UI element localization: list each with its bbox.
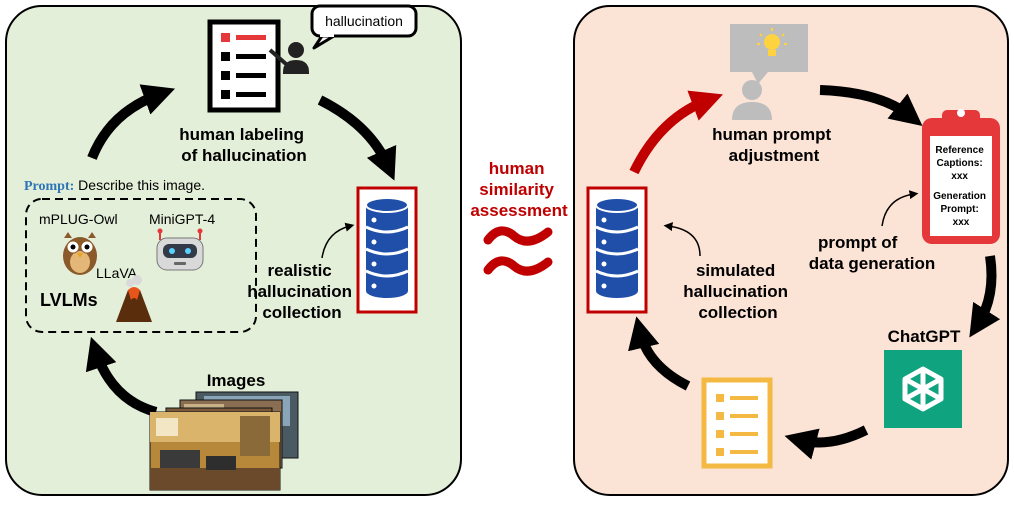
speech-bubble-text: hallucination <box>325 13 403 29</box>
human-prompt-label: human prompt adjustment <box>712 125 836 165</box>
labeling-document-icon <box>207 19 281 113</box>
simulated-database-icon <box>586 186 648 314</box>
human-idea-icon <box>730 24 808 120</box>
prompt-of-generation-label: prompt of data generation <box>809 233 936 273</box>
model-mplug-label: mPLUG-Owl <box>39 211 118 227</box>
robot-icon <box>156 228 204 271</box>
owl-icon <box>63 232 97 275</box>
clipboard-icon <box>922 109 1000 244</box>
images-label: Images <box>207 371 266 390</box>
arrow-to-document <box>784 425 869 460</box>
lvlms-box <box>25 198 257 333</box>
prompt-line: Prompt: Describe this image. <box>24 177 205 194</box>
presenter-person-icon <box>268 42 309 74</box>
arrow-to-chatgpt <box>969 255 1001 338</box>
realistic-database-icon <box>356 186 418 314</box>
clipboard-text: Reference Captions: xxx Generation Promp… <box>933 145 989 228</box>
lvlms-label: LVLMs <box>40 290 98 310</box>
speech-bubble <box>310 4 418 50</box>
arrow-to-collection <box>317 95 397 181</box>
arrow-to-simulated-db <box>628 316 691 391</box>
human-labeling-label: human labeling of hallucination <box>179 125 308 165</box>
realistic-thin-arrow <box>321 222 355 259</box>
image-stack <box>149 391 299 491</box>
generated-document-icon <box>701 377 773 469</box>
arrow-to-lvlms <box>85 336 158 417</box>
approx-equal-symbol <box>483 226 553 276</box>
red-arrow-to-human <box>629 90 723 175</box>
left-panel <box>5 5 462 496</box>
arrow-to-labeling <box>87 84 176 160</box>
model-minigpt-label: MiniGPT-4 <box>149 211 215 227</box>
chatgpt-logo-icon <box>884 350 962 428</box>
similarity-assessment-label: human similarity assessment <box>470 159 568 220</box>
realistic-collection-label: realistic hallucination collection <box>247 261 357 322</box>
prompt-thin-arrow <box>881 190 919 227</box>
volcano-icon <box>116 275 152 322</box>
simulated-thin-arrow <box>663 222 701 257</box>
arrow-to-clipboard <box>819 85 923 126</box>
chatgpt-label: ChatGPT <box>888 327 961 346</box>
model-llava-label: LLaVA <box>96 265 138 281</box>
simulated-collection-label: simulated hallucination collection <box>683 261 793 322</box>
